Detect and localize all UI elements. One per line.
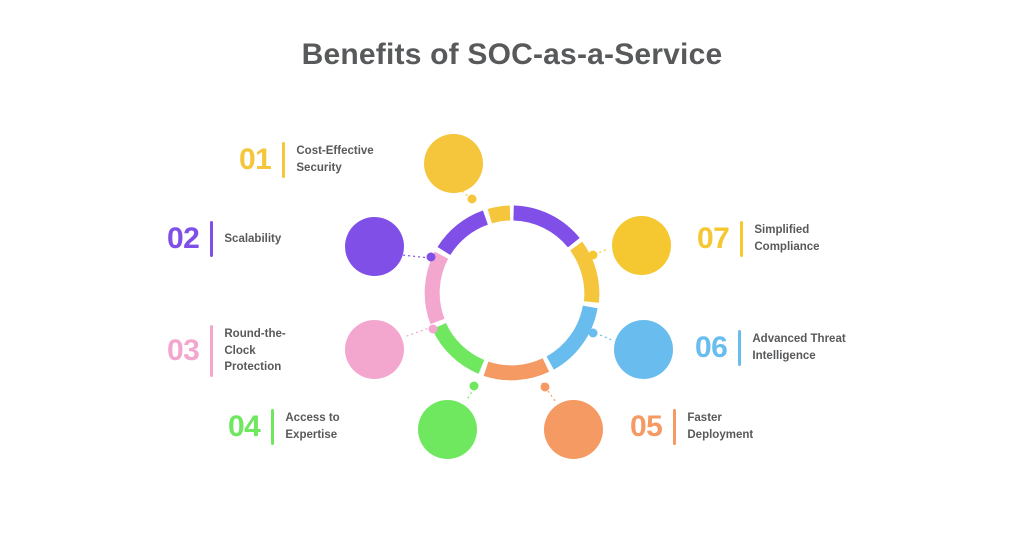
legend-bar-04	[271, 409, 275, 445]
connector-dot-03	[428, 324, 438, 334]
legend-bar-02	[210, 221, 214, 257]
connector-line-02	[401, 254, 431, 259]
legend-label-07: Simplified Compliance	[754, 224, 820, 253]
legend-bar-01	[282, 142, 286, 178]
donut-segment-04	[432, 322, 485, 374]
legend-number-01: 01	[239, 143, 272, 176]
donut-segment-01b	[570, 241, 600, 303]
page-title: Benefits of SOC-as-a-Service	[301, 38, 723, 71]
bubble-07	[612, 216, 671, 275]
legend-number-04: 04	[228, 410, 261, 443]
legend-item-03[interactable]: 03 Round-the- Clock Protection	[167, 325, 286, 377]
legend-label-02: Scalability	[224, 232, 282, 245]
legend-item-07[interactable]: 07 Simplified Compliance	[697, 221, 820, 257]
legend-number-05: 05	[630, 410, 663, 443]
legend-bar-06	[738, 330, 742, 366]
legend-label-03: Round-the- Clock Protection	[224, 327, 286, 374]
donut-segment-05	[483, 358, 550, 381]
bubble-04	[418, 400, 477, 459]
legend-number-06: 06	[695, 331, 728, 364]
legend-number-07: 07	[697, 222, 730, 255]
connector-dot-07	[588, 250, 598, 260]
bubble-05	[544, 400, 603, 459]
legend-label-06: Advanced Threat Intelligence	[752, 333, 846, 362]
legend-number-03: 03	[167, 334, 200, 367]
bubble-02	[345, 217, 404, 276]
connector-dot-06	[588, 328, 598, 338]
legend-label-01: Cost-Effective Security	[296, 145, 374, 174]
donut-segment-06	[546, 305, 598, 370]
legend-bar-03	[210, 325, 214, 377]
donut-segment-02	[437, 210, 489, 256]
legend-item-06[interactable]: 06 Advanced Threat Intelligence	[695, 330, 846, 366]
connector-line-04	[465, 383, 478, 402]
bubble-01	[424, 134, 483, 193]
legend-bar-07	[740, 221, 744, 257]
bubble-06	[614, 320, 673, 379]
connector-dot-01	[467, 194, 477, 204]
legend-item-04[interactable]: 04 Access to Expertise	[228, 409, 340, 445]
donut-chart	[424, 205, 600, 381]
legend-item-02[interactable]: 02 Scalability	[167, 221, 281, 257]
connector-dot-02	[426, 252, 436, 262]
bubble-03	[345, 320, 404, 379]
donut-segment-01	[487, 205, 511, 224]
connector-line-05	[541, 382, 557, 403]
legend-label-05: Faster Deployment	[687, 412, 754, 441]
legend-label-04: Access to Expertise	[285, 412, 340, 441]
connector-line-07	[589, 248, 609, 257]
legend-bar-05	[673, 409, 677, 445]
connector-dot-05	[540, 382, 550, 392]
connector-lines	[401, 185, 615, 403]
connector-line-06	[590, 330, 615, 342]
donut-segment-07	[513, 205, 580, 248]
legend-item-01[interactable]: 01 Cost-Effective Security	[239, 142, 374, 178]
legend-item-05[interactable]: 05 Faster Deployment	[630, 409, 753, 445]
connector-dot-04	[469, 381, 479, 391]
connector-line-03	[403, 326, 433, 338]
donut-segment-03	[424, 251, 449, 325]
legend-number-02: 02	[167, 222, 200, 255]
